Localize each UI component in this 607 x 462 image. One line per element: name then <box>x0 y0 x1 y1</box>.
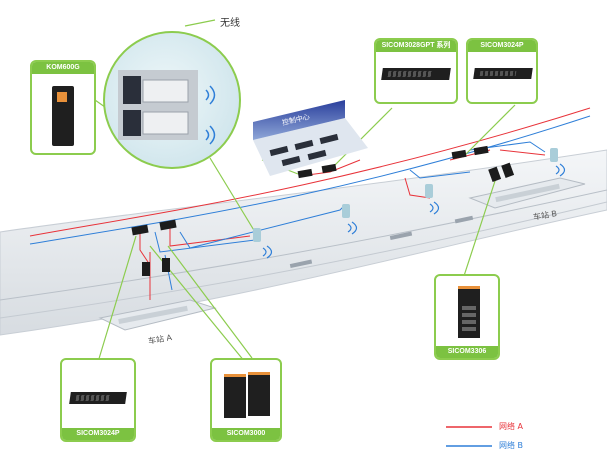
kom600g-port <box>57 92 67 102</box>
sicom3000-device-2 <box>248 372 270 416</box>
kom600g-callout: KOM600G <box>30 60 96 155</box>
train-markers <box>289 215 474 269</box>
sicom3000-device-2-stripe <box>248 372 270 375</box>
wireless-ap-3 <box>425 184 440 215</box>
sicom3028-device <box>381 68 451 80</box>
sicom3024p-bottom-ports <box>75 395 111 401</box>
sicom3024p-bottom-device <box>69 392 127 404</box>
sicom3028-label: SICOM3028GPT 系列 <box>376 40 456 52</box>
track-tunnel <box>0 149 607 336</box>
sicom3024p-top-label: SICOM3024P <box>468 40 536 52</box>
sicom3306-ports <box>462 306 476 332</box>
sicom3024p-bottom-callout: SICOM3024P <box>60 358 136 442</box>
sicom3306-callout: SICOM3306 <box>434 274 500 360</box>
legend-network-a: 网络 A <box>499 422 524 431</box>
wireless-ap-4 <box>550 148 566 177</box>
sicom3024p-top-callout: SICOM3024P <box>466 38 538 104</box>
sicom3000-callout: SICOM3000 <box>210 358 282 442</box>
kom600g-label: KOM600G <box>32 62 94 74</box>
sicom3306-label: SICOM3306 <box>436 346 498 358</box>
legend-lines <box>446 426 492 447</box>
wireless-label: 无线 <box>220 18 240 29</box>
sicom3028-ports <box>387 71 433 77</box>
wireless-ap-2 <box>342 204 358 235</box>
sicom3000-label: SICOM3000 <box>212 428 280 440</box>
sicom3000-device-1 <box>224 374 246 418</box>
control-center-room <box>253 100 368 176</box>
network-b-lines <box>29 115 591 291</box>
wireless-callout <box>103 31 241 169</box>
sicom3028-callout: SICOM3028GPT 系列 <box>374 38 458 104</box>
sicom3024p-top-ports <box>479 71 517 76</box>
sicom3000-device-1-stripe <box>224 374 246 377</box>
track-switches <box>131 145 515 276</box>
sicom3306-device-stripe <box>458 286 480 289</box>
sicom3024p-bottom-label: SICOM3024P <box>62 428 134 440</box>
legend-network-b: 网络 B <box>499 441 524 450</box>
sicom3306-device <box>458 286 480 338</box>
sicom3024p-top-device <box>473 68 533 79</box>
kom600g-device <box>52 86 74 146</box>
wireless-ap-1 <box>253 228 273 259</box>
